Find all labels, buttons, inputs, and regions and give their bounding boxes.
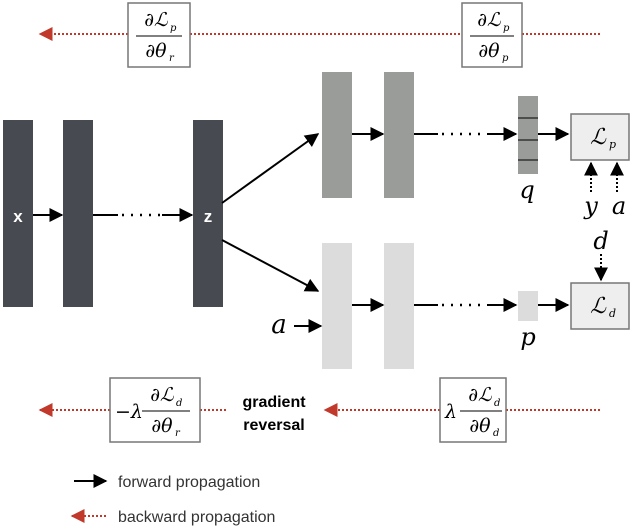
svg-text:∂θ: ∂θ [145,40,167,62]
svg-text:p: p [502,53,509,64]
label-predictor-block-2 [384,72,414,198]
output-label-q: q [519,176,534,204]
hidden-block-1 [63,120,93,307]
output-vector-q [518,96,538,174]
svg-text:gradient: gradient [242,394,306,411]
target-label-d: d [593,227,608,255]
grad-box-top-left: ∂ℒ p ∂θ r [127,2,191,68]
domain-classifier-block-1 [322,243,352,369]
svg-text:p: p [170,23,177,34]
output-label-p: p [520,323,535,351]
forward-arrows-bottom-branch [294,298,570,333]
svg-text:−λ: −λ [115,401,143,423]
svg-text:ℒ: ℒ [590,294,607,319]
grad-box-bottom-left: −λ ∂ℒ d ∂θ r [109,377,201,443]
svg-text:∂ℒ: ∂ℒ [477,9,502,31]
svg-text:∂θ: ∂θ [478,40,500,62]
svg-text:d: d [176,398,182,409]
legend-backward-label: backward propagation [118,509,275,526]
svg-text:p: p [609,138,616,151]
domain-input-label-a: a [271,310,287,340]
grad-box-bottom-right: λ ∂ℒ d ∂θ d [439,377,507,443]
svg-text:d: d [494,398,500,409]
feature-label-z: z [204,207,213,226]
branch-arrow-top [221,133,320,204]
svg-text:∂ℒ: ∂ℒ [468,384,493,406]
svg-text:∂θ: ∂θ [151,415,173,437]
svg-text:∂ℒ: ∂ℒ [144,9,169,31]
branch-arrow-bottom [221,239,320,292]
target-arrows-predictor [584,161,624,192]
legend: forward propagation backward propagation [70,474,275,526]
svg-text:∂θ: ∂θ [469,415,491,437]
domain-classifier-block-2 [384,243,414,369]
target-label-a: a [612,192,626,220]
svg-text:d: d [493,428,499,439]
legend-forward-label: forward propagation [118,474,260,491]
target-label-y: y [583,192,598,220]
loss-box-predictor: ℒ p [570,113,630,161]
grad-box-top-right: ∂ℒ p ∂θ p [461,2,523,68]
svg-text:ℒ: ℒ [590,125,607,150]
loss-box-domain: ℒ d [570,282,630,330]
svg-text:p: p [503,23,510,34]
svg-text:d: d [609,307,616,320]
label-predictor-block-1 [322,72,352,198]
svg-text:reversal: reversal [243,417,304,434]
gradient-reversal-label: gradient reversal [242,394,306,434]
svg-text:λ: λ [444,401,457,423]
input-block-x [3,120,33,307]
output-vector-p [518,291,538,321]
svg-text:r: r [169,53,175,64]
input-label-x: x [13,207,23,226]
svg-text:∂ℒ: ∂ℒ [150,384,175,406]
feature-block-z [193,120,223,307]
svg-text:r: r [175,428,181,439]
